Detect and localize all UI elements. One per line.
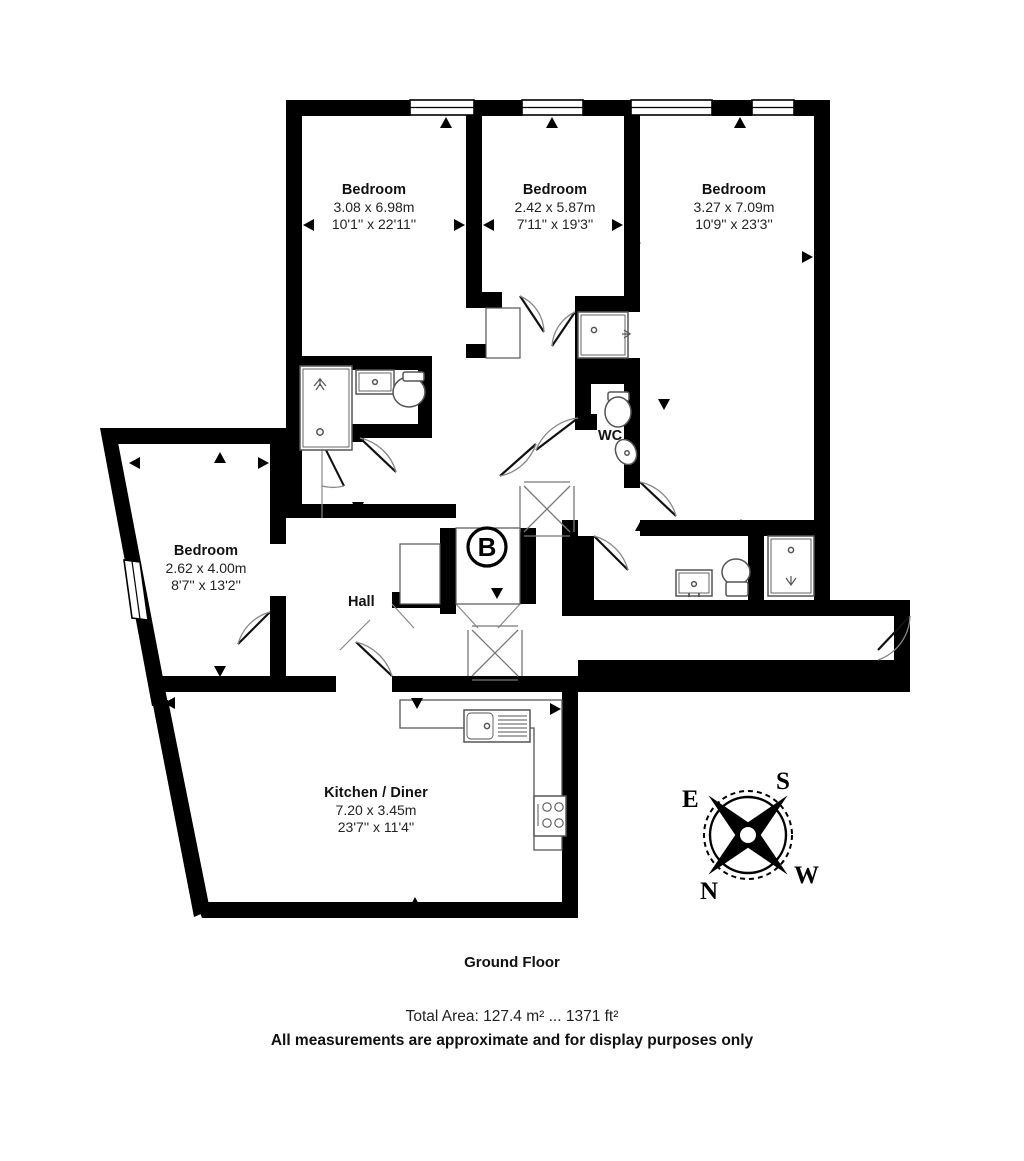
shower-bathroom <box>767 535 815 597</box>
room-dim-metric: 7.20 x 3.45m <box>335 802 417 819</box>
room-label-bedroom-4: Bedroom 2.62 x 4.00m 8'7'' x 13'2'' <box>125 543 287 593</box>
compass-rose <box>703 790 793 880</box>
window-top-1 <box>409 99 475 116</box>
basin-bed1 <box>355 369 395 395</box>
compass-label-south: S <box>776 768 790 795</box>
window-top-2 <box>521 99 584 116</box>
room-name: Bedroom <box>341 182 407 198</box>
room-name: Kitchen / Diner <box>324 785 428 801</box>
shower-bed1 <box>299 365 353 451</box>
dimension-arrows <box>129 117 813 908</box>
room-dim-metric: 2.62 x 4.00m <box>165 560 247 577</box>
doors-layer <box>237 295 911 677</box>
room-dim-metric: 3.27 x 7.09m <box>693 199 775 216</box>
closet-bed2 <box>485 307 521 359</box>
room-label-bedroom-2: Bedroom 2.42 x 5.87m 7'11'' x 19'3'' <box>475 182 635 232</box>
room-label-kitchen-diner: Kitchen / Diner 7.20 x 3.45m 23'7'' x 11… <box>288 785 464 835</box>
room-name: Bedroom <box>173 543 239 559</box>
loft-hatch-upper <box>519 481 575 537</box>
room-label-bedroom-3: Bedroom 3.27 x 7.09m 10'9'' x 23'3'' <box>648 182 820 232</box>
loft-hatch-lower <box>467 625 523 681</box>
window-top-3 <box>630 99 713 116</box>
walls-layer <box>100 100 910 918</box>
toilet-wc <box>604 391 632 428</box>
compass-label-east: E <box>682 786 699 813</box>
room-label-bedroom-1: Bedroom 3.08 x 6.98m 10'1'' x 22'11'' <box>284 182 464 232</box>
room-dim-imperial: 8'7'' x 13'2'' <box>171 576 241 593</box>
toilet-bathroom <box>721 558 751 597</box>
room-label-hall: Hall <box>348 594 375 610</box>
room-dim-metric: 3.08 x 6.98m <box>333 199 415 216</box>
room-label-wc: WC <box>598 428 623 444</box>
windows-layer <box>123 99 795 621</box>
shower-bed3 <box>577 311 632 359</box>
basin-bathroom <box>675 569 713 597</box>
room-dim-imperial: 7'11'' x 19'3'' <box>516 215 594 232</box>
disclaimer-text: All measurements are approximate and for… <box>270 1032 754 1049</box>
fixtures-layer <box>299 307 815 851</box>
boiler-marker-circle <box>466 526 508 568</box>
kitchen-sink <box>463 709 531 743</box>
floor-title: Ground Floor <box>464 954 560 971</box>
boiler-marker-label: B <box>477 532 497 562</box>
kitchen-hob <box>533 795 567 837</box>
room-dim-imperial: 10'1'' x 22'11'' <box>331 215 417 232</box>
basin-wc <box>614 438 638 466</box>
total-area-text: Total Area: 127.4 m² ... 1371 ft² <box>405 1008 619 1025</box>
window-left-angled <box>123 559 149 621</box>
wardrobe-hall-left <box>399 543 441 605</box>
room-dim-imperial: 10'9'' x 23'3'' <box>695 215 773 232</box>
room-dim-metric: 2.42 x 5.87m <box>514 199 596 216</box>
window-top-4 <box>751 99 795 116</box>
toilet-bed1 <box>392 371 426 408</box>
compass-label-north: N <box>700 878 719 905</box>
room-dim-imperial: 23'7'' x 11'4'' <box>337 818 415 835</box>
hatch-layer <box>467 481 575 681</box>
room-name: Bedroom <box>522 182 588 198</box>
room-name: Bedroom <box>701 182 767 198</box>
compass-label-west: W <box>794 862 819 889</box>
